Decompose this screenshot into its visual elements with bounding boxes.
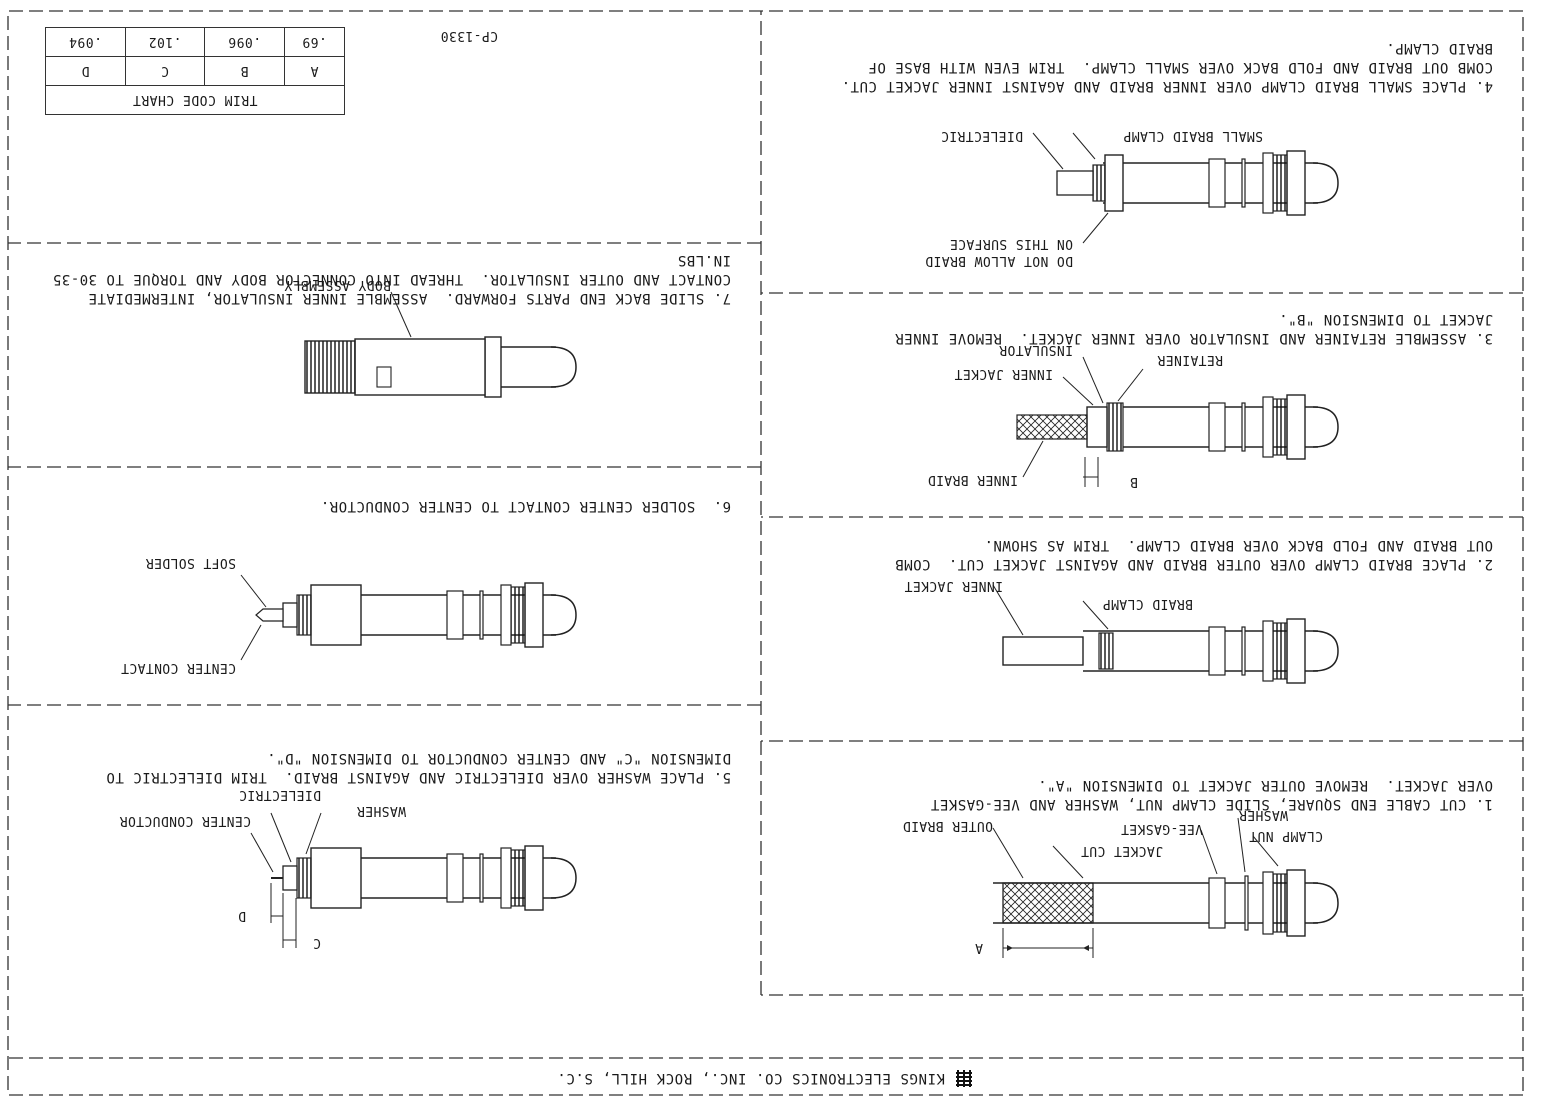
trim-header-b: B xyxy=(204,56,285,86)
label-do-not-allow-2: ON THIS SURFACE xyxy=(949,236,1073,251)
step-7-diagram xyxy=(304,291,577,398)
label-soft-solder: SOFT SOLDER xyxy=(145,555,237,570)
company-name: KINGS ELECTRONICS CO. INC., ROCK HILL, S… xyxy=(556,1070,945,1086)
label-vee-gasket: VEE-GASKET xyxy=(1120,821,1203,836)
trim-chart-title: TRIM CODE CHART xyxy=(45,85,345,115)
label-outer-braid: OUTER BRAID xyxy=(902,818,994,833)
step-2-diagram xyxy=(992,584,1339,684)
trim-value-c: .102 xyxy=(125,27,205,57)
doc-id: CP-1330 xyxy=(440,28,498,43)
label-inner-jacket-3: INNER JACKET xyxy=(954,366,1053,381)
label-dim-b: B xyxy=(1129,474,1138,489)
step-1-diagram xyxy=(992,817,1339,958)
label-center-contact: CENTER CONTACT xyxy=(120,660,236,675)
step-7-text: 7. SLIDE BACK END PARTS FORWARD. ASSEMBL… xyxy=(43,252,731,306)
step-1-panel: 1. CUT CABLE END SQUARE, SLIDE CLAMP NUT… xyxy=(761,740,1523,1058)
label-dielectric-4: DIELECTRIC xyxy=(940,128,1023,143)
label-dim-a: A xyxy=(974,940,983,955)
step-6-panel: 6. SOLDER CENTER CONTACT TO CENTER CONDU… xyxy=(8,467,761,705)
label-braid-clamp: BRAID CLAMP xyxy=(1102,596,1194,611)
label-body-assembly: BODY ASSEMBLY xyxy=(284,277,391,292)
step-3-panel: 3. ASSEMBLE RETAINER AND INSULATOR OVER … xyxy=(761,293,1523,517)
step-5-diagram xyxy=(250,812,577,948)
step-6-text: 6. SOLDER CENTER CONTACT TO CENTER CONDU… xyxy=(320,498,731,514)
company-footer: KINGS ELECTRONICS CO. INC., ROCK HILL, S… xyxy=(557,1069,973,1087)
trim-value-d: .094 xyxy=(45,27,126,57)
label-washer: WASHER xyxy=(1238,807,1288,822)
step-2-text: 2. PLACE BRAID CLAMP OVER OUTER BRAID AN… xyxy=(885,537,1493,572)
trim-code-chart: TRIM CODE CHART A B C D .69 .096 .102 .0… xyxy=(45,27,345,115)
trim-header-d: D xyxy=(45,56,126,86)
step-4-panel: 4. PLACE SMALL BRAID CLAMP OVER INNER BR… xyxy=(761,11,1523,293)
step-2-panel: 2. PLACE BRAID CLAMP OVER OUTER BRAID AN… xyxy=(761,517,1523,741)
trim-header-c: C xyxy=(125,56,205,86)
label-inner-jacket: INNER JACKET xyxy=(904,578,1003,593)
step-1-text: 1. CUT CABLE END SQUARE, SLIDE CLAMP NUT… xyxy=(921,777,1493,812)
kings-logo xyxy=(955,1069,973,1087)
label-dielectric-5: DIELECTRIC xyxy=(238,787,321,802)
label-insulator: INSULATOR xyxy=(998,342,1073,357)
step-3-text: 3. ASSEMBLE RETAINER AND INSULATOR OVER … xyxy=(885,311,1493,346)
step-4-diagram xyxy=(1032,132,1339,244)
step-6-diagram xyxy=(240,574,577,661)
trim-header-a: A xyxy=(284,56,345,86)
label-jacket-cut: JACKET CUT xyxy=(1080,843,1163,858)
label-dim-c: C xyxy=(312,935,321,950)
label-inner-braid: INNER BRAID xyxy=(927,472,1019,487)
label-small-braid-clamp: SMALL BRAID CLAMP xyxy=(1123,128,1263,143)
label-clamp-nut: CLAMP NUT xyxy=(1248,828,1323,843)
label-retainer: RETAINER xyxy=(1157,352,1223,367)
label-washer-5: WASHER xyxy=(356,803,406,818)
label-dim-d: D xyxy=(237,908,246,923)
label-do-not-allow-1: DO NOT ALLOW BRAID xyxy=(924,253,1073,268)
trim-value-b: .096 xyxy=(204,27,285,57)
step-7-panel: 7. SLIDE BACK END PARTS FORWARD. ASSEMBL… xyxy=(8,243,761,467)
step-3-diagram xyxy=(1016,356,1339,487)
label-center-conductor-5: CENTER CONDUCTOR xyxy=(119,813,251,828)
step-5-panel: 5. PLACE WASHER OVER DIELECTRIC AND AGAI… xyxy=(8,705,761,1058)
step-4-text: 4. PLACE SMALL BRAID CLAMP OVER INNER BR… xyxy=(823,40,1493,94)
step-5-text: 5. PLACE WASHER OVER DIELECTRIC AND AGAI… xyxy=(97,750,731,785)
trim-value-a: .69 xyxy=(284,27,345,57)
